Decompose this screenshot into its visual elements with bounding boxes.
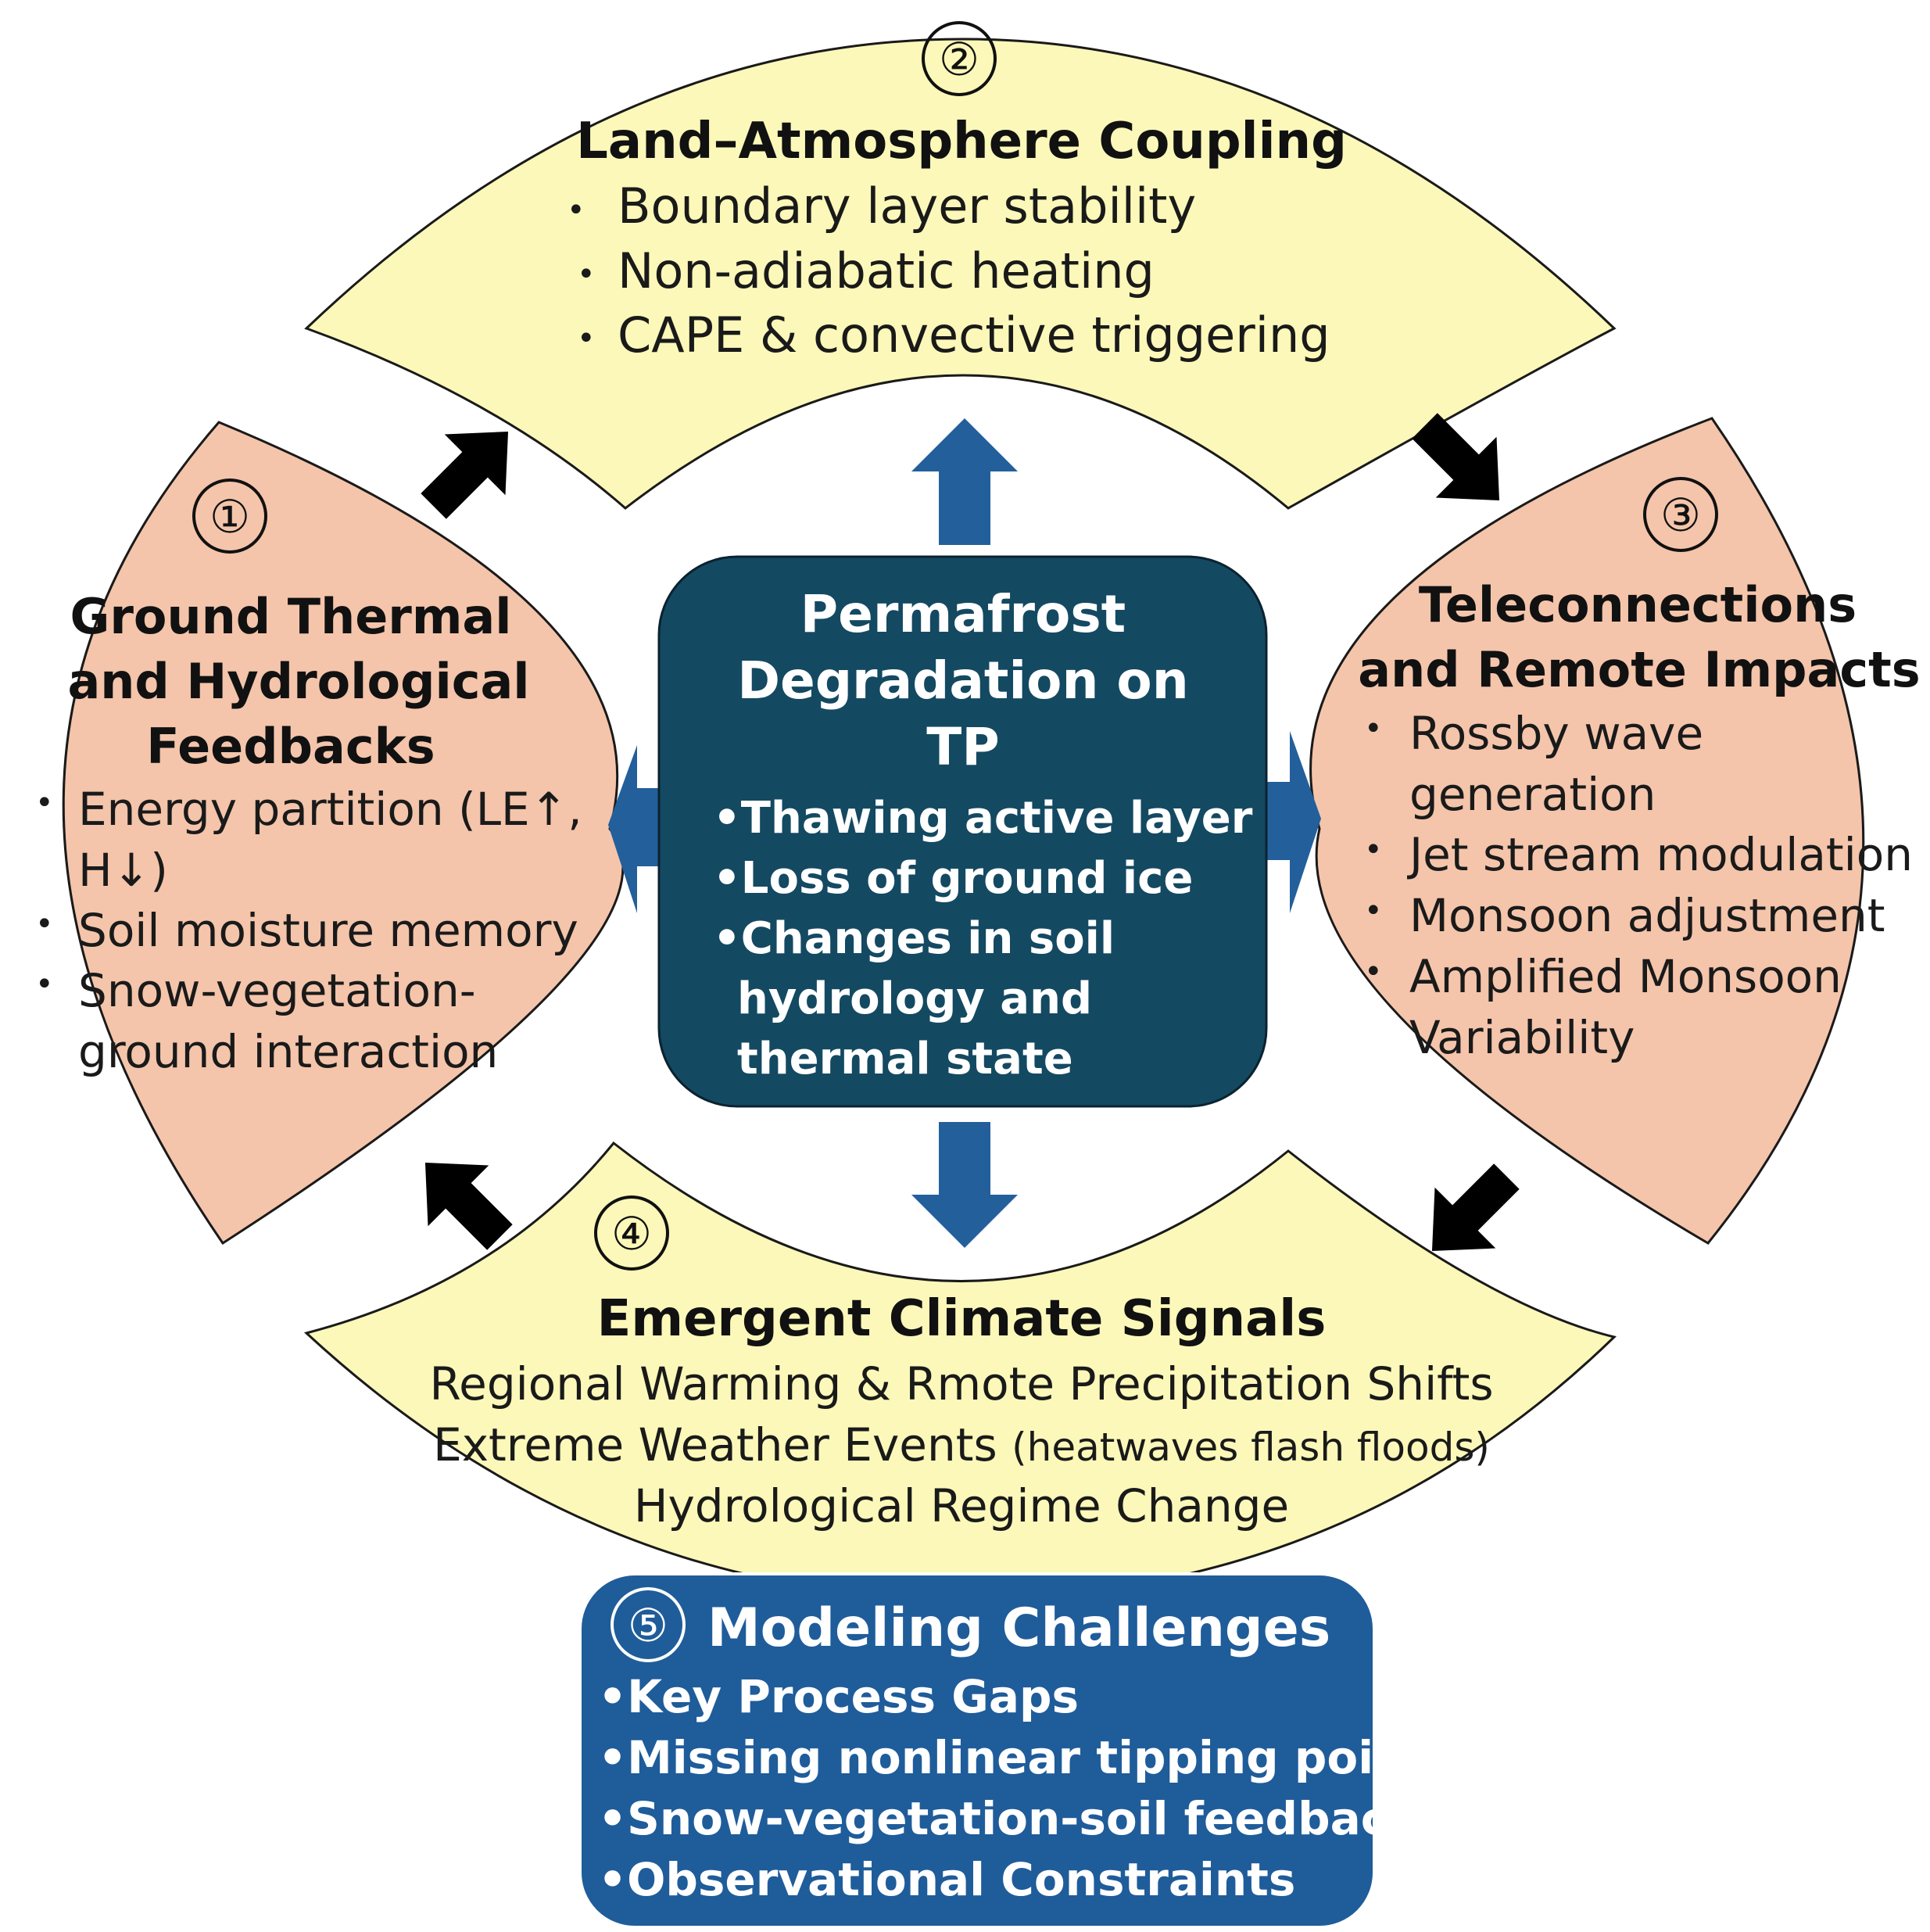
box1-line-4: Snow-vegetation- [78,964,476,1017]
box3-title-1: Teleconnections [1419,576,1857,633]
center-continuation-1: hydrology and [737,973,1092,1024]
number-circle-5 [611,1587,686,1662]
blue-arrow-right-icon [1266,731,1321,913]
box5-item-2: •Missing nonlinear tipping points [598,1731,1455,1784]
box3-bullet-2: • [1364,832,1383,868]
box5-item-1: •Key Process Gaps [598,1670,1079,1723]
black-arrow-3-to-4-icon [1431,1163,1520,1252]
center-bullet-3: •Changes in soil [713,913,1115,964]
modeling-box-shape [578,1572,1376,1929]
number-1: ① [209,490,250,543]
teleconnections-box: ③ Teleconnections and Remote Impacts • R… [1309,417,1921,1245]
number-circle-2 [922,21,997,96]
box4-line-1: Regional Warming & Rmote Precipitation S… [429,1357,1493,1410]
blue-arrow-left-icon [608,745,661,913]
ground-thermal-feedbacks-box: ① Ground Thermal and Hydrological Feedba… [35,421,625,1246]
box3-title-2: and Remote Impacts [1358,641,1920,698]
box1-bullet-2: • [35,906,54,942]
black-arrow-2-to-3-icon [1412,413,1500,501]
box3-line-3: Jet stream modulation [1407,828,1913,881]
box3-line-5: Amplified Monsoon [1409,950,1842,1003]
box3-line-1: Rossby wave [1409,707,1703,760]
number-3: ③ [1660,489,1701,542]
box1-title-2: and Hydrological [67,653,529,710]
box2-item-2: Non-adiabatic heating [618,242,1155,299]
black-arrow-1-to-2-icon [421,431,509,519]
center-continuation-2: thermal state [737,1034,1073,1084]
number-circle-3 [1643,477,1718,552]
box2-item-1: Boundary layer stability [618,177,1196,235]
box3-bullet-1: • [1364,711,1383,747]
center-bullet-1: •Thawing active layer [713,793,1253,844]
box4-line-3: Hydrological Regime Change [634,1479,1289,1532]
box3-line-2: generation [1409,768,1656,821]
box2-bullet-1: • [567,192,585,228]
box1-title-3: Feedbacks [146,718,435,775]
top-arc-shape [304,38,1617,510]
box1-title-1: Ground Thermal [70,588,511,645]
box3-line-4: Monsoon adjustment [1409,889,1885,942]
number-4: ④ [611,1207,652,1260]
right-lens-shape [1309,417,1865,1245]
box5-item-3: •Snow-vegetation-soil feedbacks [598,1792,1445,1845]
land-atmosphere-coupling-box: ② Land–Atmosphere Coupling • Boundary la… [304,21,1617,510]
box3-bullet-4: • [1364,954,1383,990]
number-5: ⑤ [628,1599,668,1652]
box1-bullet-3: • [35,966,54,1002]
black-arrows [421,413,1520,1252]
center-title-2: Degradation on [737,651,1188,711]
number-circle-1 [192,479,267,554]
box1-bullet-1: • [35,785,54,821]
number-circle-4 [594,1195,669,1271]
center-title-3: TP [926,717,999,777]
box2-bullet-3: • [577,321,596,357]
box1-line-2: H↓) [78,844,168,897]
permafrost-center-box: Permafrost Degradation on TP •Thawing ac… [657,555,1268,1108]
box1-line-5: ground interaction [78,1025,498,1078]
blue-arrow-up-icon [911,418,1018,545]
center-box-shape [657,555,1268,1108]
box1-line-1: Energy partition (LE↑, [78,783,582,836]
box2-title: Land–Atmosphere Coupling [576,113,1347,170]
box4-line-2: Extreme Weather Events (heatwaves flash … [433,1418,1490,1471]
center-title-1: Permafrost [800,584,1126,644]
box5-item-4: •Observational Constraints [598,1853,1295,1906]
box1-line-3: Soil moisture memory [78,904,578,957]
box2-item-3: CAPE & convective triggering [618,306,1330,364]
modeling-challenges-box: ⑤ Modeling Challenges •Key Process Gaps … [578,1572,1455,1929]
left-lens-shape [62,421,625,1246]
box2-bullet-2: • [577,256,596,292]
center-bullet-2: •Loss of ground ice [713,853,1193,904]
box5-title: Modeling Challenges [707,1597,1330,1659]
emergent-climate-signals-box: ④ Emergent Climate Signals Regional Warm… [303,1141,1617,1600]
box3-line-6: Variability [1409,1011,1635,1064]
black-arrow-4-to-1-icon [424,1162,513,1250]
number-2: ② [939,33,979,86]
box3-bullet-3: • [1364,893,1383,929]
blue-arrow-down-icon [911,1122,1018,1248]
box4-title: Emergent Climate Signals [597,1290,1327,1348]
blue-arrows [608,418,1321,1248]
